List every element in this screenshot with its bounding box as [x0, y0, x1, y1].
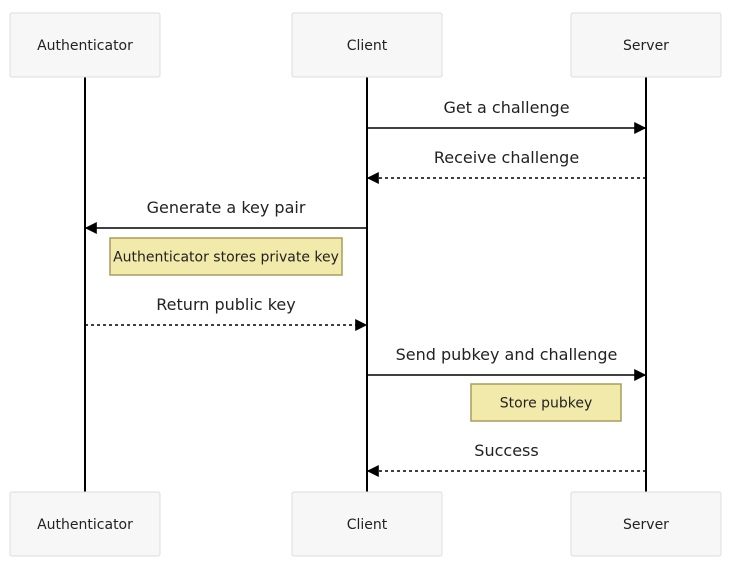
- participant-box: [291, 491, 443, 557]
- note-label: Authenticator stores private key: [113, 250, 339, 266]
- participant-label: Server: [623, 38, 669, 54]
- participant-box: [291, 12, 443, 78]
- participant-box: [9, 491, 161, 557]
- message-label: Generate a key pair: [147, 198, 306, 217]
- participant-label: Authenticator: [37, 38, 133, 54]
- message-label: Receive challenge: [434, 148, 579, 167]
- message-label: Return public key: [156, 295, 295, 314]
- participants-top: Authenticator Client Server: [9, 12, 722, 78]
- message-1: Get a challenge: [367, 98, 647, 134]
- note-server: Store pubkey: [470, 383, 622, 422]
- note-authenticator: Authenticator stores private key: [109, 237, 343, 276]
- participant-box: [570, 12, 722, 78]
- participant-server-bottom: Server: [570, 491, 722, 557]
- participant-label: Authenticator: [37, 517, 133, 533]
- message-label: Success: [474, 441, 538, 460]
- message-label: Get a challenge: [443, 98, 569, 117]
- note-label: Store pubkey: [500, 396, 593, 412]
- participant-label: Client: [347, 38, 388, 54]
- message-4: Return public key: [85, 295, 368, 331]
- participant-box: [570, 491, 722, 557]
- participant-authenticator-top: Authenticator: [9, 12, 161, 78]
- participant-server-top: Server: [570, 12, 722, 78]
- message-label: Send pubkey and challenge: [396, 345, 618, 364]
- participant-label: Server: [623, 517, 669, 533]
- lifelines: [84, 77, 647, 492]
- participant-authenticator-bottom: Authenticator: [9, 491, 161, 557]
- participants-bottom: Authenticator Client Server: [9, 491, 722, 557]
- message-3: Generate a key pair: [84, 198, 367, 234]
- message-6: Success: [366, 441, 646, 477]
- participant-label: Client: [347, 517, 388, 533]
- message-2: Receive challenge: [366, 148, 646, 184]
- participant-box: [9, 12, 161, 78]
- message-5: Send pubkey and challenge: [367, 345, 647, 381]
- note-box: [109, 237, 343, 276]
- note-box: [470, 383, 622, 422]
- participant-client-top: Client: [291, 12, 443, 78]
- participant-client-bottom: Client: [291, 491, 443, 557]
